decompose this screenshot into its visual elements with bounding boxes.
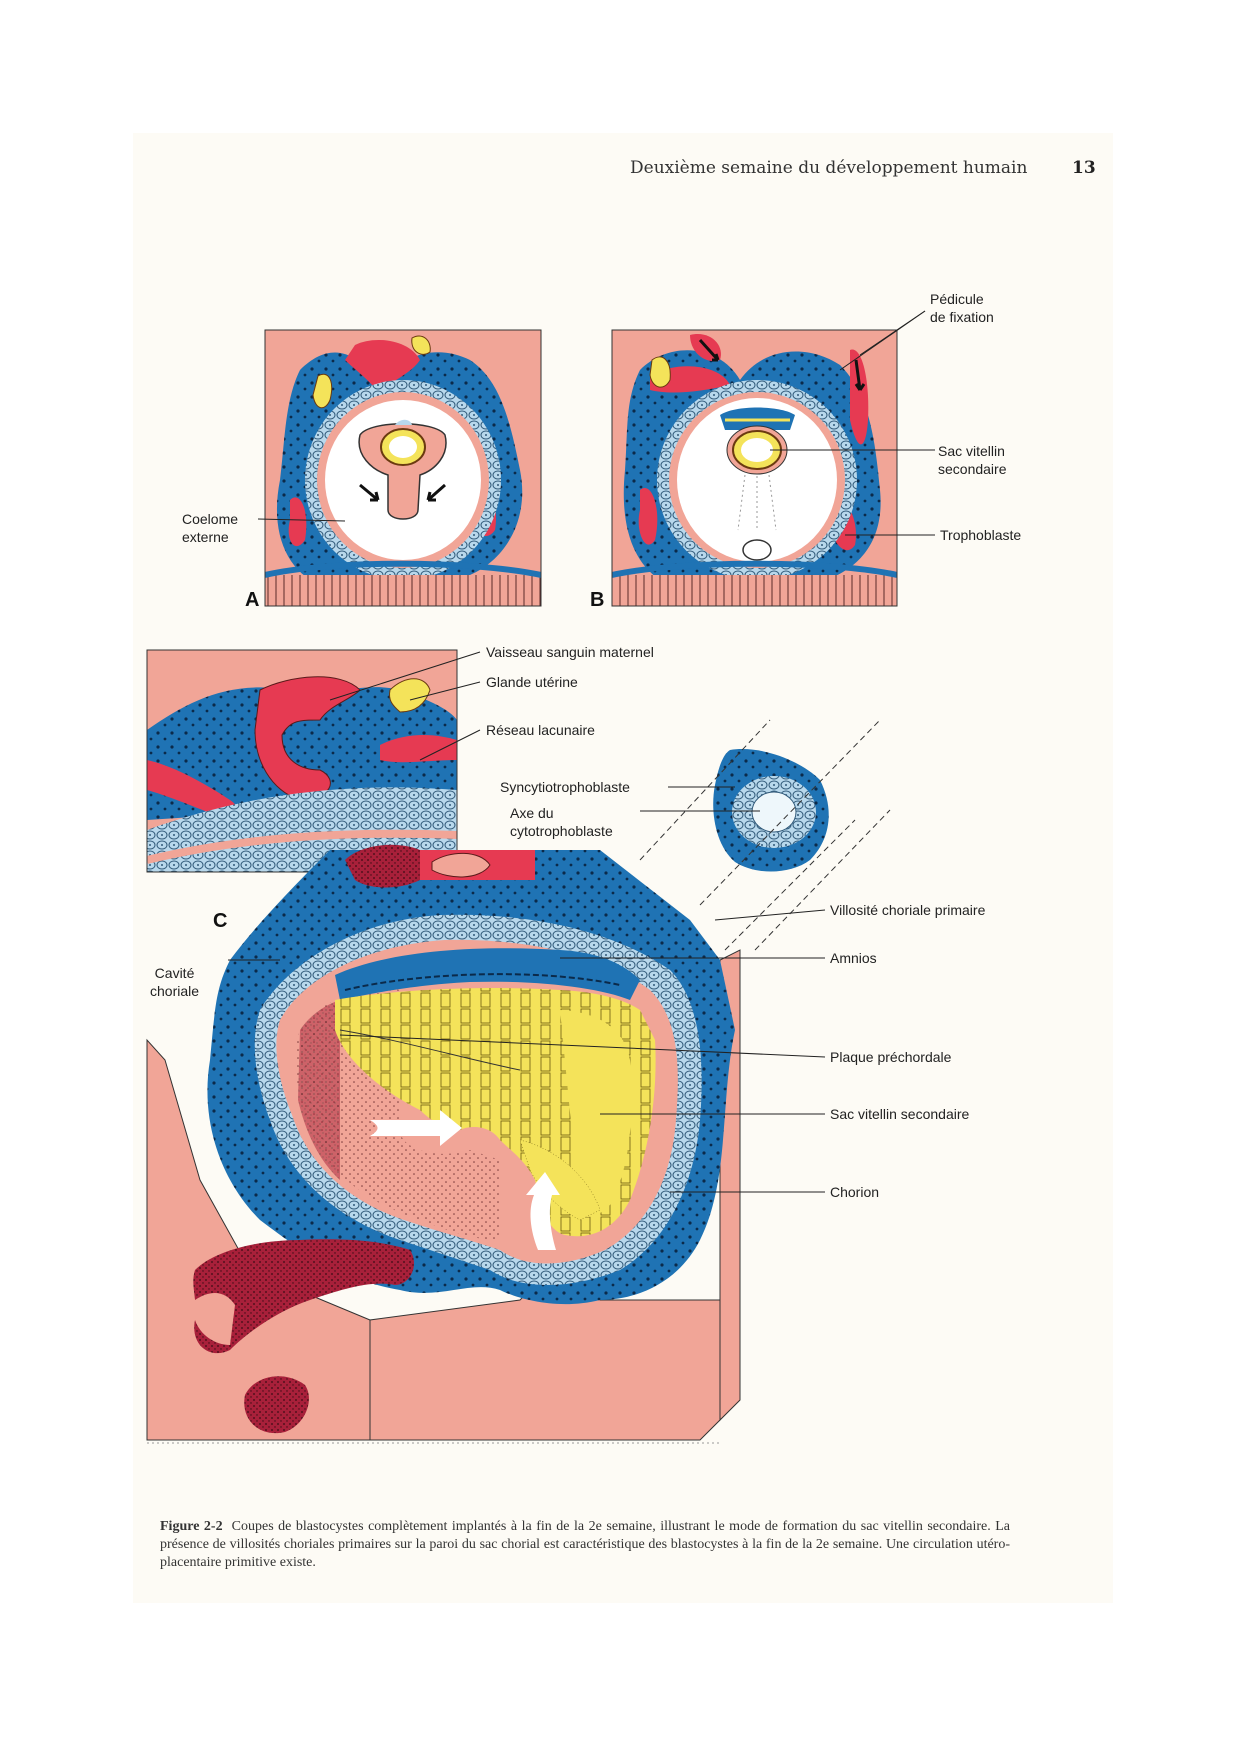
- panel-a-diagram: [265, 330, 541, 606]
- label-plaque-prechordale: Plaque préchordale: [830, 1049, 952, 1065]
- label-trophoblaste: Trophoblaste: [940, 527, 1022, 543]
- label-glande-uterine: Glande utérine: [486, 674, 578, 690]
- page-number: 13: [1072, 158, 1096, 178]
- label-syncytiotrophoblaste: Syncytiotrophoblaste: [500, 779, 630, 795]
- inset-diagram: [147, 650, 457, 872]
- running-title: Deuxième semaine du développement humain: [630, 158, 1028, 178]
- panel-c-block: [146, 719, 891, 1441]
- panel-a-frame: [264, 329, 542, 607]
- label-vaisseau-sanguin-maternel: Vaisseau sanguin maternel: [486, 644, 654, 660]
- panel-b-diagram: [612, 330, 897, 606]
- panel-label-a: A: [245, 589, 260, 611]
- figure-caption-text: Coupes de blastocystes complètement impl…: [160, 1519, 1011, 1570]
- leader-lines-ab: [257, 310, 935, 536]
- figure-caption-label: Figure 2-2: [160, 1519, 223, 1534]
- panel-label-c: C: [213, 910, 228, 932]
- label-sac-vitellin-secondaire-c: Sac vitellin secondaire: [830, 1106, 970, 1122]
- label-chorion: Chorion: [830, 1184, 880, 1200]
- leader-lines-c: [228, 651, 826, 1193]
- figure-caption: Figure 2-2 Coupes de blastocystes complè…: [160, 1518, 1010, 1572]
- panel-b-frame: [611, 329, 898, 607]
- label-villosite-choriale-primaire: Villosité choriale primaire: [830, 902, 986, 918]
- inset-frame: [146, 649, 458, 873]
- label-reseau-lacunaire: Réseau lacunaire: [486, 722, 595, 738]
- panel-label-b: B: [590, 589, 605, 611]
- label-amnios: Amnios: [830, 950, 877, 966]
- villus-cross-section: [713, 749, 829, 872]
